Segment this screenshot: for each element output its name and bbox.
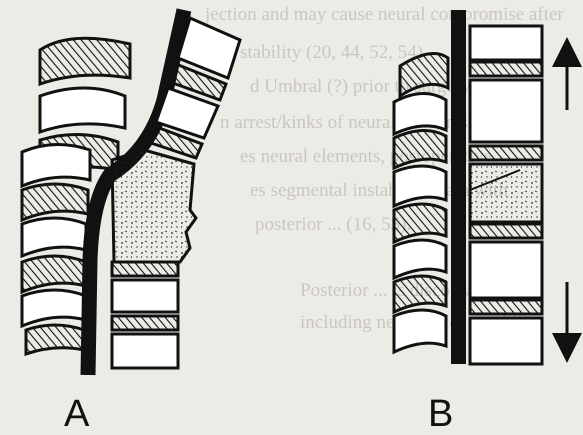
panel-b	[394, 10, 567, 364]
panel-a-label: A	[64, 395, 89, 433]
panel-b-posterior-elements	[394, 54, 448, 353]
panel-b-label: B	[428, 395, 453, 433]
panel-a	[22, 10, 240, 375]
background-text-line: posterior ... (16, 55).	[255, 214, 411, 235]
background-text-line: jection and may cause neural compromise …	[204, 4, 564, 25]
background-text-line: stability (20, 44, 52, 54).	[240, 42, 428, 63]
panel-b-vertebral-bodies	[470, 26, 542, 364]
panel-b-spinal-cord	[451, 10, 466, 364]
